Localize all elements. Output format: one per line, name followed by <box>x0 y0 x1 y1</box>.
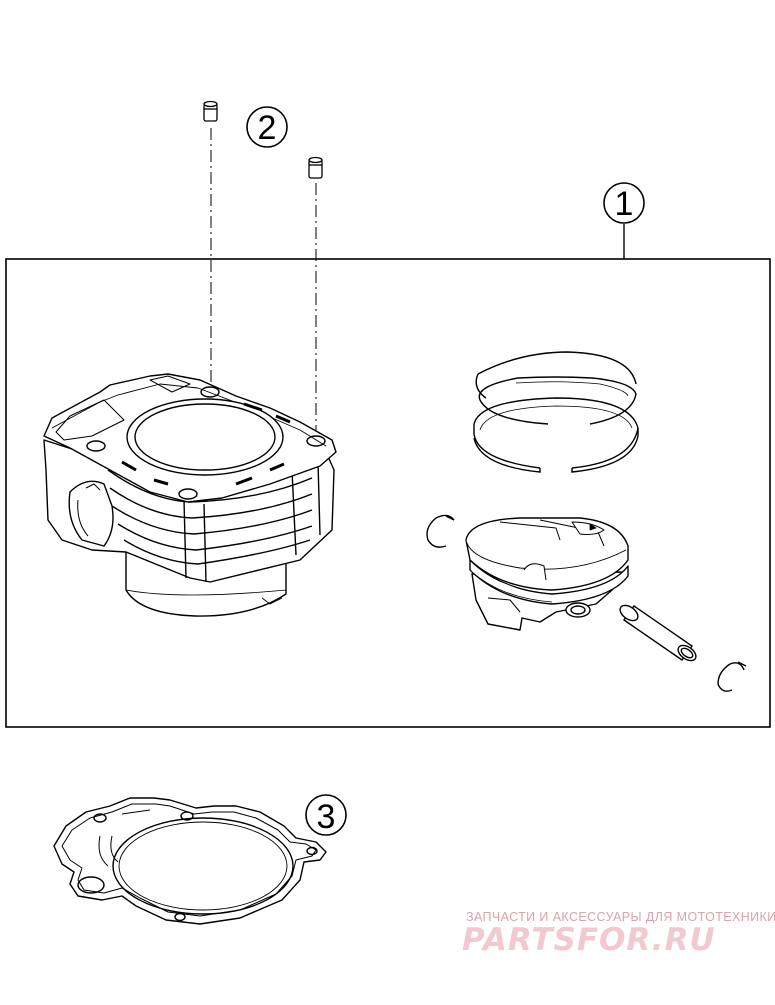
cylinder-base-gasket[interactable] <box>53 797 327 925</box>
piston-pin-clip-left[interactable] <box>426 514 455 548</box>
piston-ring-bottom[interactable] <box>473 397 639 473</box>
callout-1-label: 1 <box>615 185 634 223</box>
callout-3-label: 3 <box>317 798 336 836</box>
cylinder[interactable] <box>43 373 337 617</box>
kit-frame <box>5 258 771 728</box>
callout-2-label: 2 <box>258 109 277 147</box>
piston-pin-clip-right[interactable] <box>717 661 747 692</box>
callout-1[interactable]: 1 <box>603 182 645 224</box>
watermark-caption: ЗАПЧАСТИ И АКСЕССУАРЫ ДЛЯ МОТОТЕХНИКИ <box>466 910 775 924</box>
piston-ring-top[interactable] <box>475 351 637 425</box>
callout-3[interactable]: 3 <box>305 794 347 836</box>
callout-2[interactable]: 2 <box>246 106 288 148</box>
dowel-pin-right[interactable] <box>308 156 323 179</box>
piston[interactable] <box>465 517 629 631</box>
piston-pin[interactable] <box>617 602 698 663</box>
watermark-logo[interactable]: PARTSFOR.RU <box>462 922 716 958</box>
dowel-pin-left[interactable] <box>203 100 218 122</box>
